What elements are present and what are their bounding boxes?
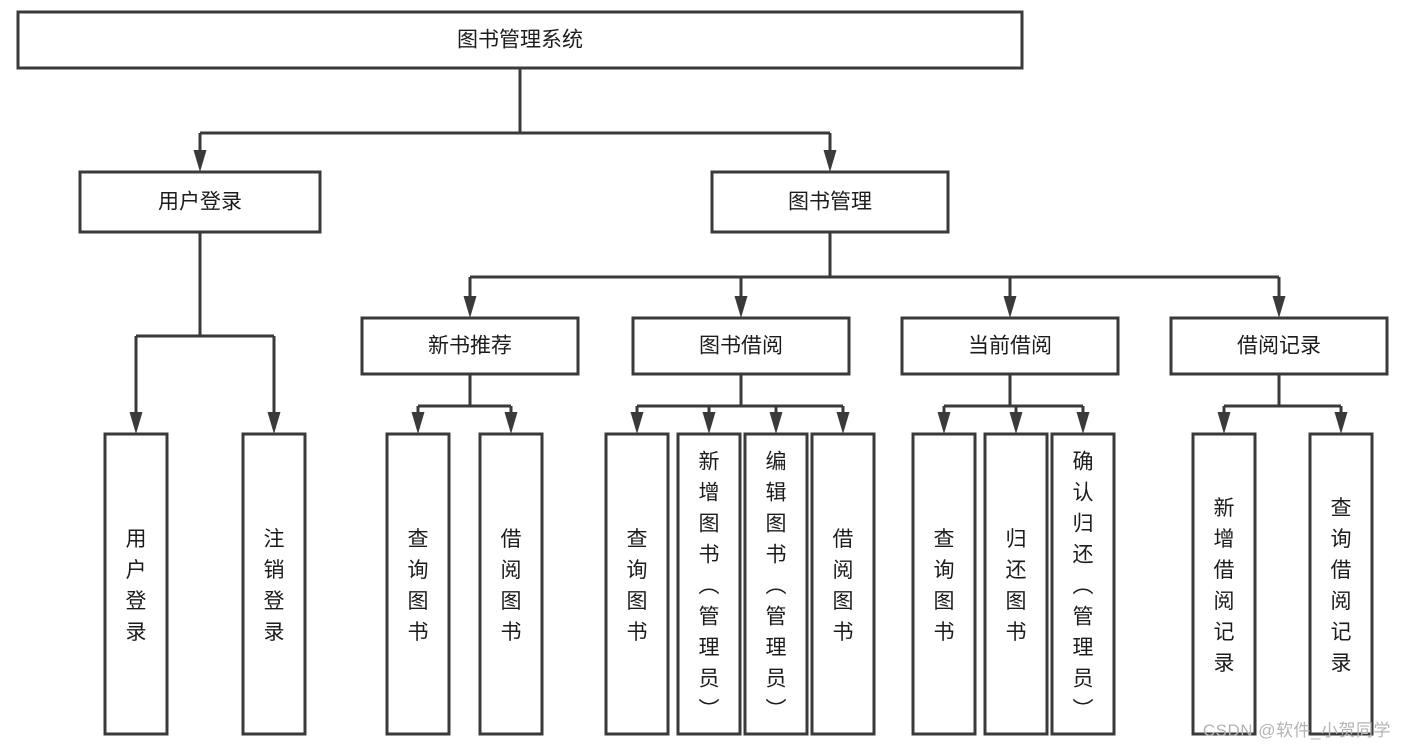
node-leaf-borrow-book-recommend[interactable]: 借阅图书: [478, 432, 544, 736]
edge-current-to-leaves: [937, 374, 1090, 434]
node-label-book-management: 图书管理: [788, 191, 872, 214]
node-box-user-login: [78, 170, 322, 234]
node-label-new-book-recommend: 新书推荐: [428, 335, 512, 358]
node-new-book-recommend[interactable]: 新书推荐: [360, 316, 580, 376]
node-label-leaf-user-logout: 注销登录: [264, 528, 285, 644]
edge-recommend-to-leaves: [411, 374, 518, 434]
node-label-leaf-edit-book-admin: 编辑图书︵管理员︶: [766, 451, 787, 722]
node-box-root: [16, 10, 1024, 70]
node-label-leaf-borrow-book: 借阅图书: [833, 528, 854, 644]
node-box-leaf-add-book-admin: [676, 432, 742, 736]
node-label-current-borrow: 当前借阅: [968, 335, 1052, 358]
node-box-leaf-query-book-borrow: [604, 432, 670, 736]
edge-book-management-to-level2: [463, 232, 1286, 318]
node-borrow-record[interactable]: 借阅记录: [1169, 316, 1389, 376]
node-box-leaf-edit-book-admin: [743, 432, 809, 736]
node-box-book-management: [710, 170, 950, 234]
node-leaf-user-logout[interactable]: 注销登录: [241, 432, 307, 736]
node-label-borrow-record: 借阅记录: [1237, 335, 1321, 358]
node-leaf-return-book[interactable]: 归还图书: [983, 432, 1049, 736]
node-box-leaf-query-book-current: [911, 432, 977, 736]
node-label-leaf-query-book-current: 查询图书: [934, 528, 955, 644]
edge-user-login-to-leaves: [129, 232, 281, 434]
connectors-layer: [129, 68, 1348, 434]
node-root[interactable]: 图书管理系统: [16, 10, 1024, 70]
node-label-leaf-add-book-admin: 新增图书︵管理员︶: [699, 451, 720, 722]
node-box-leaf-user-logout: [241, 432, 307, 736]
node-label-leaf-return-book: 归还图书: [1006, 528, 1027, 644]
node-leaf-user-login[interactable]: 用户登录: [103, 432, 169, 736]
node-box-new-book-recommend: [360, 316, 580, 376]
node-leaf-add-book-admin[interactable]: 新增图书︵管理员︶: [676, 432, 742, 736]
node-leaf-query-book-borrow[interactable]: 查询图书: [604, 432, 670, 736]
node-leaf-query-book-current[interactable]: 查询图书: [911, 432, 977, 736]
node-current-borrow[interactable]: 当前借阅: [900, 316, 1120, 376]
node-label-book-borrow: 图书借阅: [699, 335, 783, 358]
node-leaf-add-borrow-record[interactable]: 新增借阅记录: [1191, 432, 1257, 736]
node-label-user-login: 用户登录: [158, 191, 242, 214]
node-box-current-borrow: [900, 316, 1120, 376]
node-box-leaf-confirm-return-admin: [1050, 432, 1116, 736]
node-box-leaf-add-borrow-record: [1191, 432, 1257, 736]
edge-borrow-to-leaves: [630, 374, 850, 434]
node-label-leaf-borrow-book-recommend: 借阅图书: [501, 528, 522, 644]
node-box-leaf-query-book-recommend: [385, 432, 451, 736]
node-label-leaf-query-book-recommend: 查询图书: [408, 528, 429, 644]
node-leaf-borrow-book[interactable]: 借阅图书: [810, 432, 876, 736]
node-box-leaf-user-login: [103, 432, 169, 736]
node-user-login[interactable]: 用户登录: [78, 170, 322, 234]
node-leaf-edit-book-admin[interactable]: 编辑图书︵管理员︶: [743, 432, 809, 736]
node-label-leaf-query-borrow-record: 查询借阅记录: [1331, 497, 1352, 675]
node-box-leaf-query-borrow-record: [1308, 432, 1374, 736]
node-box-leaf-borrow-book: [810, 432, 876, 736]
node-label-leaf-confirm-return-admin: 确认归还︵管理员︶: [1073, 451, 1094, 722]
node-leaf-query-borrow-record[interactable]: 查询借阅记录: [1308, 432, 1374, 736]
node-leaf-confirm-return-admin[interactable]: 确认归还︵管理员︶: [1050, 432, 1116, 736]
node-label-root: 图书管理系统: [457, 29, 583, 52]
node-book-management[interactable]: 图书管理: [710, 170, 950, 234]
node-box-leaf-return-book: [983, 432, 1049, 736]
node-box-leaf-borrow-book-recommend: [478, 432, 544, 736]
node-label-leaf-add-borrow-record: 新增借阅记录: [1214, 497, 1235, 675]
node-label-leaf-user-login: 用户登录: [126, 528, 147, 644]
node-label-leaf-query-book-borrow: 查询图书: [627, 528, 648, 644]
edge-record-to-leaves: [1217, 374, 1348, 434]
edge-root-to-level1: [193, 68, 837, 172]
node-box-book-borrow: [631, 316, 851, 376]
node-book-borrow[interactable]: 图书借阅: [631, 316, 851, 376]
nodes-layer: 图书管理系统用户登录图书管理新书推荐图书借阅当前借阅借阅记录用户登录注销登录查询…: [16, 10, 1389, 736]
node-leaf-query-book-recommend[interactable]: 查询图书: [385, 432, 451, 736]
node-box-borrow-record: [1169, 316, 1389, 376]
